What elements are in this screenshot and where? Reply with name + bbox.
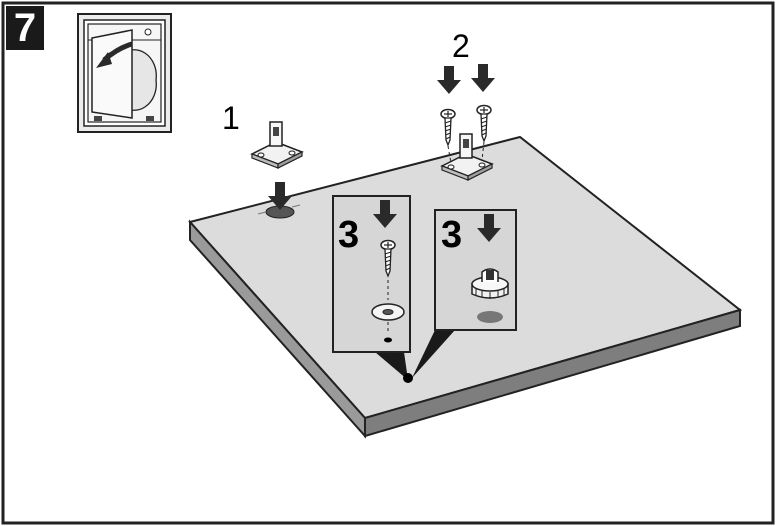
washing-machine-door-open-icon [77, 13, 172, 133]
step-3-plug-label: 3 [441, 214, 463, 256]
step-3-screw-label: 3 [338, 214, 360, 256]
inset-screw-washer [332, 195, 411, 353]
step-number-badge: 7 [6, 6, 44, 50]
step-number: 7 [13, 5, 37, 50]
inset-cover-plug [434, 209, 517, 331]
inset-leader [412, 330, 455, 378]
step-2-label: 2 [452, 28, 470, 64]
inset-hole [384, 337, 392, 343]
mount-point [403, 373, 413, 383]
cover-plug-icon [471, 268, 509, 299]
plug-hole [477, 311, 503, 323]
step-1-label: 1 [222, 100, 240, 136]
board-side-edge [364, 308, 741, 438]
washer-icon [371, 303, 405, 321]
inset-leader [375, 352, 408, 380]
